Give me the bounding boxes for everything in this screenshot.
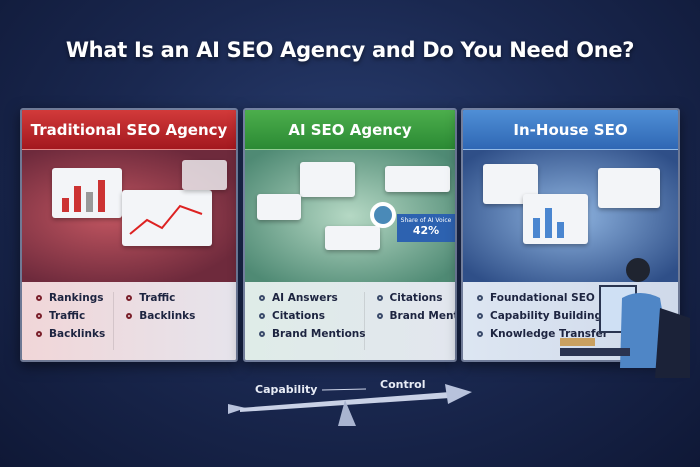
capability-label: Capability — [255, 383, 318, 396]
card-traditional-seo: Traditional SEO Agency Rankings Traffic … — [20, 108, 238, 362]
bar-chart-icon — [523, 194, 588, 244]
item-label: Rankings — [49, 292, 104, 304]
magnifier-icon — [370, 202, 396, 228]
card-ai-seo: AI SEO Agency Share of AI Voice 42% AI A… — [243, 108, 457, 362]
list-item: Citations — [259, 310, 366, 322]
page-title: What Is an AI SEO Agency and Do You Need… — [65, 38, 635, 62]
item-label: Backlinks — [139, 310, 196, 322]
badge-label: Share of AI Voice — [400, 217, 452, 224]
line-chart-icon — [122, 190, 212, 246]
item-label: Knowledge Transfer — [490, 328, 608, 340]
bullet-icon — [376, 295, 383, 301]
list-item: Foundational SEO — [477, 292, 608, 304]
analytics-illustration — [22, 150, 236, 282]
bullet-icon — [376, 313, 383, 319]
item-label: Brand Mentions — [272, 328, 366, 340]
bullet-icon — [259, 295, 265, 301]
card-heading: AI SEO Agency — [245, 110, 455, 150]
checkmark-card-icon — [325, 226, 380, 250]
list-item: Brand Mentions — [376, 310, 457, 322]
list-item: Backlinks — [126, 310, 195, 322]
badge-value: 42% — [412, 224, 440, 237]
chat-bubble-icon — [300, 162, 355, 197]
bullet-icon — [477, 331, 483, 337]
chat-bubble-icon — [257, 194, 301, 220]
list-item: Capability Building — [477, 310, 608, 322]
item-label: Citations — [272, 310, 325, 322]
list-item: AI Answers — [259, 292, 366, 304]
item-label: Brand Mentions — [389, 310, 457, 322]
share-of-voice-badge: Share of AI Voice 42% — [397, 214, 455, 242]
list-item: Brand Mentions — [259, 328, 366, 340]
item-label: Capability Building — [490, 310, 603, 322]
bullet-icon — [259, 313, 265, 319]
fulcrum-icon — [338, 400, 356, 426]
list-item: Knowledge Transfer — [477, 328, 608, 340]
line-chart-icon — [598, 168, 660, 208]
card-heading: Traditional SEO Agency — [22, 110, 236, 150]
list-item: Traffic — [126, 292, 195, 304]
ai-network-illustration: Share of AI Voice 42% — [245, 150, 455, 282]
window-icon — [182, 160, 227, 190]
control-label: Control — [380, 378, 426, 391]
bullet-icon — [259, 331, 265, 337]
double-arrow-icon — [321, 388, 367, 391]
item-label: Foundational SEO — [490, 292, 595, 304]
item-label: Backlinks — [49, 328, 106, 340]
bar-chart-icon — [52, 168, 122, 218]
bullet-icon — [477, 313, 483, 319]
bullet-icon — [36, 331, 42, 337]
bullet-icon — [126, 313, 133, 319]
bullet-icon — [36, 313, 42, 319]
person-at-computer-illustration — [560, 258, 690, 378]
chat-bubble-icon — [385, 166, 450, 192]
item-label: Citations — [389, 292, 443, 304]
capability-control-balance: Capability Control — [0, 370, 700, 430]
dashboard-illustration — [463, 150, 678, 282]
list-item: Rankings — [36, 292, 105, 304]
list-item: Backlinks — [36, 328, 105, 340]
item-label: Traffic — [139, 292, 176, 304]
item-label: Traffic — [49, 310, 86, 322]
list-item: Traffic — [36, 310, 105, 322]
card-heading: In-House SEO — [463, 110, 678, 150]
arrow-head-icon — [445, 384, 472, 404]
list-item: Citations — [376, 292, 455, 304]
item-label: AI Answers — [272, 292, 338, 304]
bullet-icon — [477, 295, 483, 301]
bullet-icon — [126, 295, 133, 301]
bullet-icon — [36, 295, 42, 301]
arrow-tail-icon — [228, 404, 246, 414]
